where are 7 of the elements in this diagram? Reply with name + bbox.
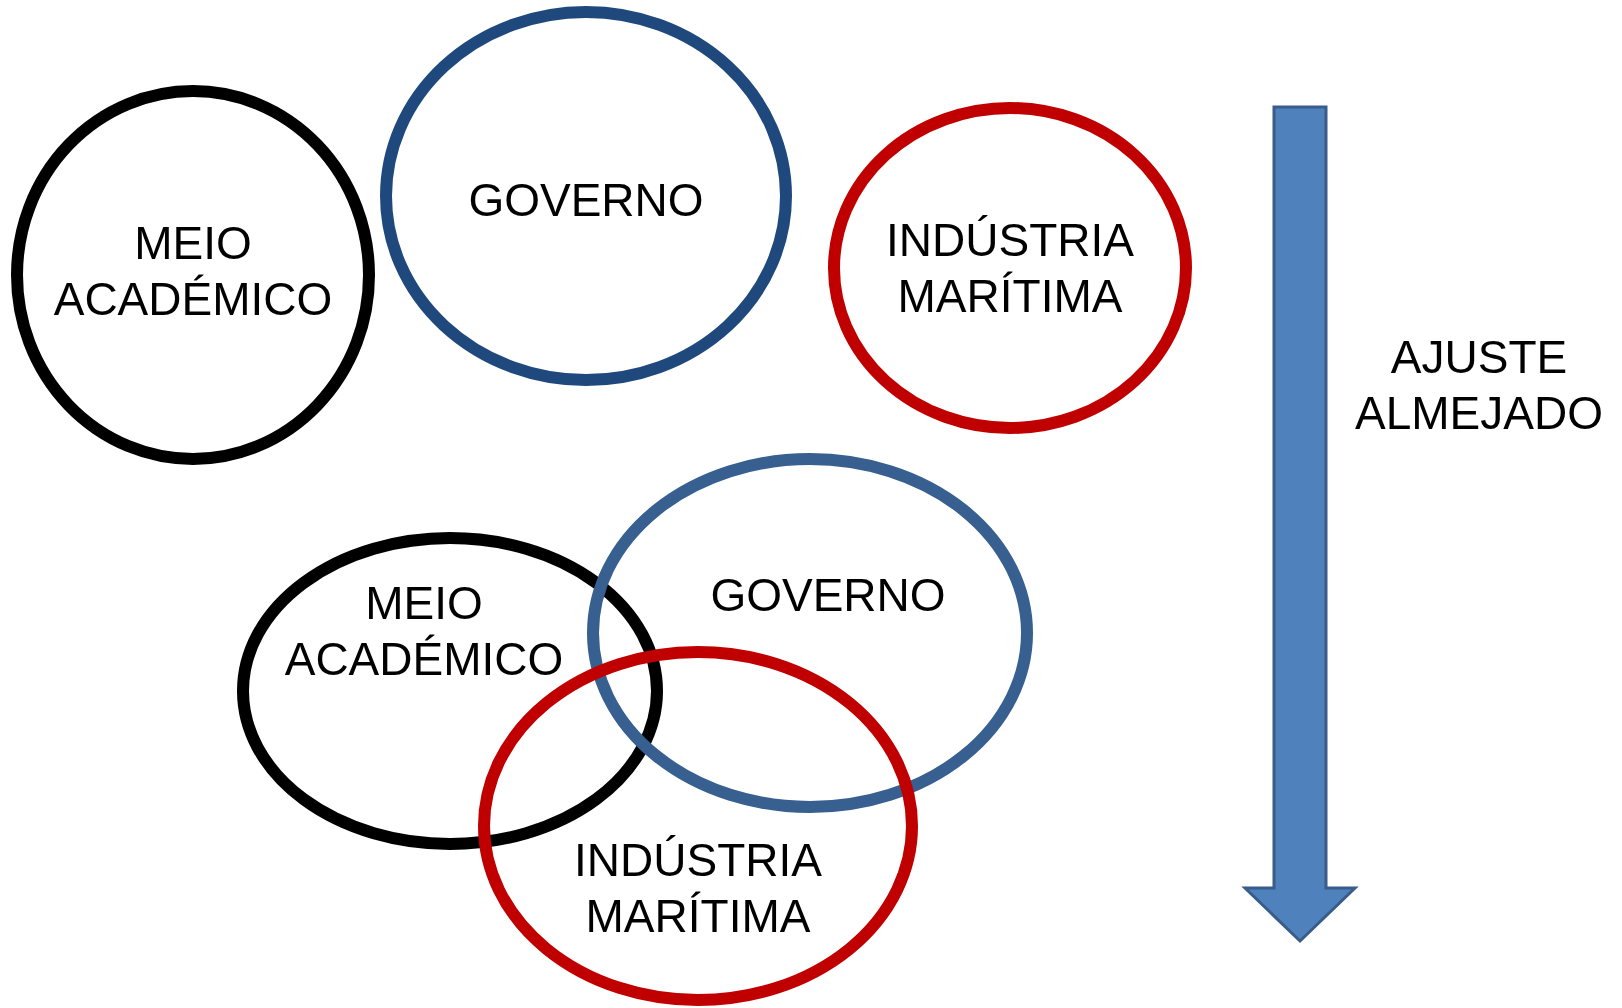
arrow-label: AJUSTE ALMEJADO <box>1354 330 1604 441</box>
ellipse-label: MEIO ACADÉMICO <box>283 576 565 687</box>
ellipse-label: GOVERNO <box>467 173 705 228</box>
ellipse-label: MEIO ACADÉMICO <box>52 216 334 327</box>
ellipse-label: INDÚSTRIA MARÍTIMA <box>573 833 823 944</box>
ellipse-label: INDÚSTRIA MARÍTIMA <box>885 213 1135 324</box>
ellipse-label: GOVERNO <box>709 568 947 623</box>
